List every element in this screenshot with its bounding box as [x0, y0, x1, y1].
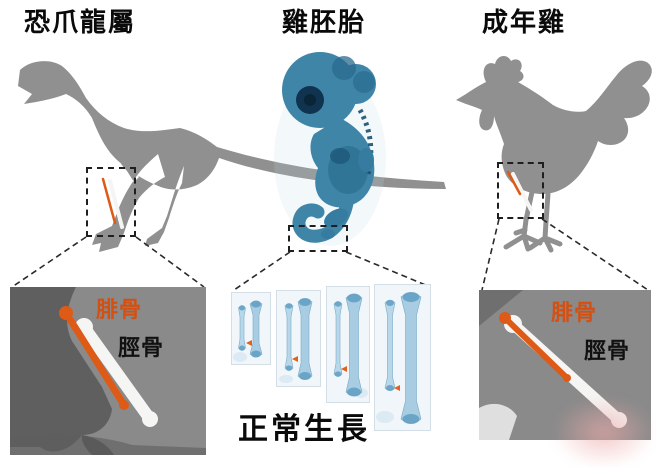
inset-dinosaur-leg: 腓骨 脛骨 — [10, 287, 206, 455]
embryo-liver-spot — [330, 148, 350, 164]
tibia-label: 脛骨 — [118, 336, 165, 361]
embryo-hindbrain-patch — [332, 56, 356, 80]
tibia-stage-1 — [249, 301, 263, 357]
growth-panel-4-art — [376, 292, 422, 424]
inset-dinosaur-leg-art — [10, 287, 206, 455]
tibia-end-cap — [402, 414, 420, 424]
growth-caption: 正常生長 — [238, 412, 370, 447]
label-chick-embryo: 雞胚胎 — [282, 8, 367, 38]
chicken-foot-light-shape — [479, 403, 517, 440]
tibia-stage-4 — [400, 292, 422, 424]
fibula-end-cap — [386, 300, 394, 306]
inset-ground-shade — [10, 434, 206, 455]
tibia-label: 脛骨 — [584, 339, 631, 364]
embryo-wing-bud — [358, 148, 374, 172]
tibia-stage-2 — [297, 298, 313, 380]
tibia-end-cap — [347, 387, 361, 397]
fibula-bone — [59, 306, 129, 410]
growth-panel-4 — [374, 284, 431, 431]
tibia-end-cap — [299, 372, 311, 380]
watermark-blur — [552, 396, 656, 468]
growth-panel-2-art — [279, 298, 313, 383]
fibula-arrow — [246, 340, 252, 346]
tibia-stage-3 — [345, 294, 363, 396]
fibula-arrow — [341, 366, 347, 372]
growth-panel-3-art — [333, 293, 368, 398]
dinosaur-silhouette — [18, 61, 446, 252]
embryo-midbrain-patch — [353, 71, 375, 93]
tibia-end-cap — [251, 300, 261, 308]
zoom-box-chicken-minibones — [506, 170, 533, 212]
fibula-arrow — [394, 385, 400, 391]
rooster-silhouette — [456, 55, 652, 253]
fibula-end-cap — [334, 301, 342, 307]
connector-center-a — [233, 251, 291, 291]
fibula-stage-1 — [238, 305, 246, 351]
growth-panel-1 — [231, 292, 271, 365]
fibula-bone — [499, 312, 571, 382]
fibula-label: 腓骨 — [96, 298, 143, 323]
tibia-end-cap — [402, 292, 420, 302]
fibula-arrow — [292, 356, 298, 362]
fibula-end-cap — [334, 371, 342, 377]
fibula-stage-2 — [284, 303, 294, 371]
zoom-box-embryo-leg — [288, 225, 348, 252]
zoom-box-dinosaur-leg — [86, 167, 136, 237]
connector-center-b — [345, 251, 429, 287]
label-adult-chicken: 成年雞 — [482, 8, 567, 38]
tibia-end-cap — [251, 350, 261, 358]
embryo-eye-pupil — [304, 94, 316, 106]
growth-panel-1-art — [233, 300, 263, 362]
embryo-foot-bud — [321, 229, 335, 239]
zoom-box-dinosaur-minibones — [101, 177, 124, 229]
rooster-body-shape — [456, 55, 652, 194]
chicken-leg-dark-shape — [479, 290, 523, 326]
growth-panel-3 — [326, 286, 370, 403]
fibula-end-cap — [285, 365, 293, 371]
dinosaur-body-shape — [18, 61, 446, 252]
fibula-label: 腓骨 — [551, 301, 598, 326]
fibula-stage-4 — [384, 299, 396, 391]
dinosaur-leg-dark-shape — [10, 287, 112, 452]
fibula-end-cap — [239, 305, 245, 311]
fibula-end-cap — [285, 303, 293, 309]
growth-panel-2 — [276, 290, 321, 387]
stain-smudge — [279, 375, 293, 383]
zoom-box-chicken-leg — [497, 162, 544, 219]
mini-fibula-bone — [101, 177, 117, 225]
mini-fibula-bone — [506, 170, 522, 196]
tibia-end-cap — [347, 293, 361, 303]
stain-smudge — [376, 411, 394, 423]
fibula-end-cap — [386, 385, 394, 391]
mini-tibia-bone — [511, 172, 533, 212]
label-deinonychus: 恐爪龍屬 — [24, 8, 137, 38]
embryo-leg-bud — [324, 208, 348, 228]
fibula-end-cap — [239, 345, 245, 351]
tibia-end-cap — [299, 298, 311, 306]
mini-tibia-bone — [108, 179, 124, 229]
stain-smudge — [233, 352, 247, 362]
fibula-stage-3 — [333, 301, 343, 377]
chicken-embryo-illustration — [274, 52, 386, 246]
